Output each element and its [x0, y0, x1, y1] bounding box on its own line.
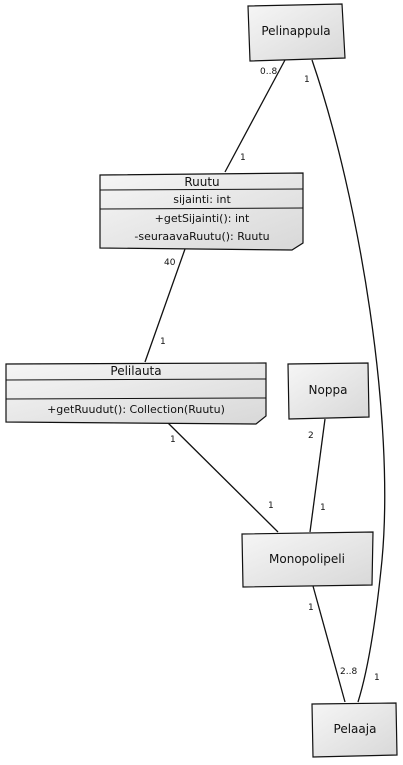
association-pelinappula-pelaaja — [311, 59, 386, 703]
multiplicity-label: 1 — [240, 153, 246, 163]
association-noppa-monopolipeli — [309, 418, 326, 533]
multiplicity-label: 1 — [160, 337, 166, 347]
class-name: Pelinappula — [261, 24, 330, 38]
operation: +getRuudut(): Collection(Ruutu) — [47, 403, 225, 416]
operation: +getSijainti(): int — [155, 212, 250, 225]
class-pelilauta: Pelilauta +getRuudut(): Collection(Ruutu… — [5, 362, 267, 425]
multiplicity-label: 1 — [320, 503, 326, 513]
class-monopolipeli: Monopolipeli — [241, 531, 374, 588]
multiplicity-label: 2..8 — [340, 667, 357, 677]
attribute: sijainti: int — [173, 193, 231, 206]
class-name: Noppa — [309, 383, 348, 397]
association-pelilauta-monopolipeli — [164, 419, 279, 533]
class-name: Ruutu — [184, 175, 219, 189]
class-name: Pelaaja — [334, 722, 377, 736]
multiplicity-label: 1 — [308, 603, 314, 613]
operation: -seuraavaRuutu(): Ruutu — [134, 230, 269, 243]
multiplicity-label: 1 — [268, 501, 274, 511]
multiplicity-label: 40 — [164, 258, 176, 268]
class-pelinappula: Pelinappula — [247, 3, 346, 62]
association-ruutu-pelilauta — [144, 248, 186, 363]
multiplicity-label: 1 — [170, 435, 176, 445]
multiplicity-label: 0..8 — [260, 67, 277, 77]
class-pelaaja: Pelaaja — [311, 702, 398, 758]
class-name: Pelilauta — [110, 364, 161, 378]
association-monopolipeli-pelaaja — [312, 585, 346, 703]
class-name: Monopolipeli — [269, 552, 345, 566]
association-pelinappula-ruutu — [224, 59, 286, 173]
class-ruutu: Ruutu sijainti: int +getSijainti(): int … — [99, 172, 304, 251]
class-noppa: Noppa — [287, 362, 370, 420]
multiplicity-label: 1 — [304, 75, 310, 85]
multiplicity-label: 2 — [308, 431, 314, 441]
multiplicity-label: 1 — [374, 673, 380, 683]
